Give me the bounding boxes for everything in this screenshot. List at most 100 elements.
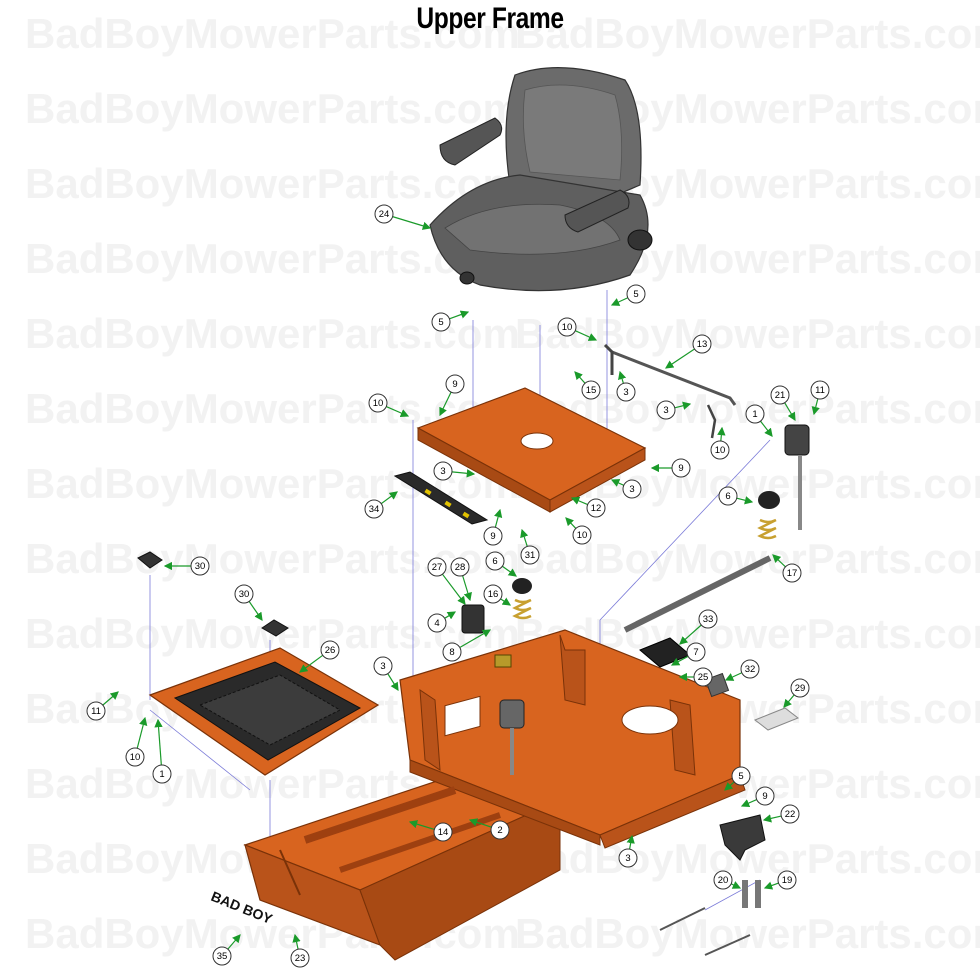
- callout-number: 23: [295, 953, 306, 964]
- callout-29[interactable]: 29: [790, 678, 810, 698]
- callout-circle: [618, 848, 638, 868]
- callout-26[interactable]: 26: [320, 640, 340, 660]
- lever-pivot[interactable]: [499, 424, 810, 775]
- callout-number: 1: [752, 409, 757, 420]
- callout-5[interactable]: 5: [626, 284, 646, 304]
- callout-3[interactable]: 3: [618, 848, 638, 868]
- callout-leader: [154, 718, 163, 766]
- callout-6[interactable]: 6: [718, 486, 738, 506]
- callout-1[interactable]: 1: [152, 764, 172, 784]
- callout-circle: [698, 609, 718, 629]
- callout-circle: [740, 659, 760, 679]
- callout-leader: [500, 597, 512, 606]
- callout-22[interactable]: 22: [780, 804, 800, 824]
- foot-pedal-pad[interactable]: [137, 551, 163, 569]
- callout-number: 20: [718, 875, 729, 886]
- callout-number: 16: [488, 589, 499, 600]
- callout-33[interactable]: 33: [698, 609, 718, 629]
- callout-10[interactable]: 10: [368, 393, 388, 413]
- callout-leader: [724, 781, 735, 791]
- callout-leader: [227, 934, 241, 950]
- callout-24[interactable]: 24: [374, 204, 394, 224]
- callout-17[interactable]: 17: [782, 563, 802, 583]
- callout-circle: [427, 557, 447, 577]
- rubber-bumper[interactable]: [512, 491, 780, 594]
- callout-leader: [102, 691, 119, 706]
- callout-3[interactable]: 3: [373, 656, 393, 676]
- callout-30[interactable]: 30: [234, 584, 254, 604]
- callout-leader: [784, 402, 796, 422]
- callout-leader: [763, 881, 779, 890]
- seat-adjust-rod[interactable]: [603, 343, 737, 439]
- callout-number: 9: [762, 791, 767, 802]
- callout-8[interactable]: 8: [442, 642, 462, 662]
- callout-9[interactable]: 9: [755, 786, 775, 806]
- callout-25[interactable]: 25: [693, 667, 713, 687]
- callout-4[interactable]: 4: [427, 613, 447, 633]
- callout-21[interactable]: 21: [770, 385, 790, 405]
- callout-9[interactable]: 9: [671, 458, 691, 478]
- callout-3[interactable]: 3: [656, 400, 676, 420]
- callout-leader: [380, 491, 398, 505]
- callout-10[interactable]: 10: [125, 747, 145, 767]
- callout-3[interactable]: 3: [433, 461, 453, 481]
- callout-23[interactable]: 23: [290, 948, 310, 968]
- main-frame[interactable]: [243, 629, 746, 961]
- callout-27[interactable]: 27: [427, 557, 447, 577]
- safety-switch[interactable]: [461, 604, 485, 634]
- callout-3[interactable]: 3: [616, 382, 636, 402]
- callout-circle: [290, 948, 310, 968]
- callout-32[interactable]: 32: [740, 659, 760, 679]
- callout-10[interactable]: 10: [710, 440, 730, 460]
- callout-11[interactable]: 11: [86, 701, 106, 721]
- callout-20[interactable]: 20: [713, 870, 733, 890]
- foot-pad-2[interactable]: [261, 619, 289, 637]
- callout-number: 5: [438, 317, 443, 328]
- callout-31[interactable]: 31: [520, 545, 540, 565]
- callout-15[interactable]: 15: [581, 380, 601, 400]
- callout-number: 19: [782, 875, 793, 886]
- callout-leader: [717, 426, 726, 442]
- callout-13[interactable]: 13: [692, 334, 712, 354]
- callout-35[interactable]: 35: [212, 946, 232, 966]
- callout-3[interactable]: 3: [622, 479, 642, 499]
- callout-1[interactable]: 1: [745, 404, 765, 424]
- callout-9[interactable]: 9: [445, 374, 465, 394]
- spring[interactable]: [512, 518, 777, 620]
- callout-10[interactable]: 10: [557, 317, 577, 337]
- callout-number: 22: [785, 809, 796, 820]
- seat[interactable]: [429, 67, 653, 292]
- callout-16[interactable]: 16: [483, 584, 503, 604]
- brake-bracket[interactable]: [719, 814, 766, 861]
- callout-circle: [374, 204, 394, 224]
- callout-number: 9: [452, 379, 457, 390]
- callout-number: 10: [562, 322, 573, 333]
- callout-7[interactable]: 7: [686, 642, 706, 662]
- callout-2[interactable]: 2: [490, 820, 510, 840]
- callout-10[interactable]: 10: [572, 525, 592, 545]
- sensor-cables[interactable]: [659, 880, 761, 956]
- callout-12[interactable]: 12: [586, 498, 606, 518]
- callout-19[interactable]: 19: [777, 870, 797, 890]
- callout-14[interactable]: 14: [433, 822, 453, 842]
- seat-mount-plate[interactable]: [416, 387, 647, 513]
- callout-28[interactable]: 28: [450, 557, 470, 577]
- callout-5[interactable]: 5: [731, 766, 751, 786]
- callout-circle: [433, 822, 453, 842]
- callout-5[interactable]: 5: [431, 312, 451, 332]
- callout-11[interactable]: 11: [810, 380, 830, 400]
- callout-number: 4: [434, 618, 439, 629]
- callout-30[interactable]: 30: [190, 556, 210, 576]
- callout-leader: [386, 406, 410, 417]
- callout-leader: [459, 629, 492, 649]
- callout-leader: [441, 573, 466, 605]
- suspension-arm[interactable]: [623, 555, 772, 633]
- callout-leader: [811, 398, 820, 416]
- floor-pan-with-mat[interactable]: [148, 647, 380, 776]
- callout-leader: [730, 881, 742, 889]
- callout-number: 7: [693, 647, 698, 658]
- callout-34[interactable]: 34: [364, 499, 384, 519]
- callout-9[interactable]: 9: [483, 526, 503, 546]
- callout-6[interactable]: 6: [485, 551, 505, 571]
